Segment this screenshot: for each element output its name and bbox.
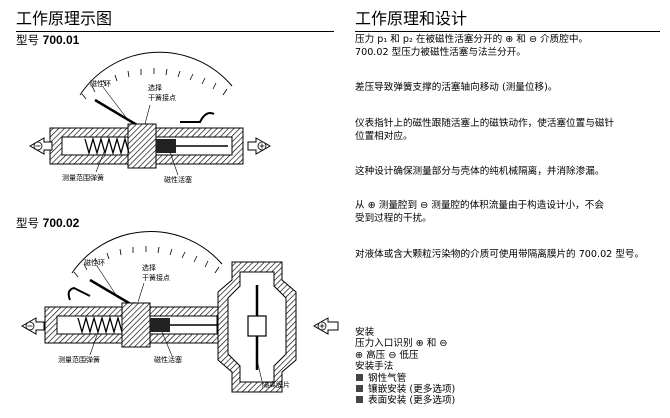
install-option: 镶嵌安装 (更多选项) [355,384,655,395]
right-title: 工作原理和设计 [355,5,660,32]
bullet-square-icon [356,385,363,393]
install-title: 安装 [355,327,375,338]
paragraph-line: 700.02 型压力被磁性活塞与法兰分开。 [355,46,526,58]
plus-port-arrow [247,137,272,155]
paragraph-3: 仪表指针上的磁性跟随活塞上的磁铁动作，使活塞位置与磁针 位置相对应。 [355,118,660,143]
label-select: 选择 [142,263,156,272]
paragraph-line: 受到过程的干扰。 [355,212,432,224]
label-magnet-ring: 磁性环 [84,258,105,267]
paragraph-line: 压力 p₁ 和 p₂ 在被磁性活塞分开的 ⊕ 和 ⊖ 介质腔中。 [355,34,589,45]
label-magnet-piston: 磁性活塞 [154,355,182,364]
range-spring [84,136,130,156]
model-prefix: 型号 [16,33,39,47]
label-magnet-ring: 磁性环 [90,79,111,88]
reed-clip [67,286,91,301]
left-title: 工作原理示图 [16,5,334,32]
model-code: 700.02 [42,216,80,230]
minus-port-arrow [20,317,45,335]
install-option: 表面安装 (更多选项) [355,395,655,406]
pointer [94,98,143,130]
dial-scale [71,231,223,278]
label-dry-reed: 干簧接点 [148,93,176,102]
model-700-01: 型号 700.01 [16,32,79,48]
diaphragm-flange [217,261,297,393]
bullet-square-icon [356,396,363,404]
paragraph-line: 从 ⊕ 测量腔到 ⊖ 测量腔的体积流量由于构造设计小，不会 [355,200,604,211]
model-prefix: 型号 [16,216,39,230]
minus-port-arrow [28,137,53,155]
label-diaphragm: 隔离膜片 [262,380,290,389]
right-title-rule [355,31,660,32]
install-port-id: 压力入口识别 ⊕ 和 ⊖ [355,338,448,350]
paragraph-4: 这种设计确保测量部分与壳体的纯机械隔离，并消除渗漏。 [355,166,660,179]
magnet-piston [150,318,170,332]
paragraph-line: 这种设计确保测量部分与壳体的纯机械隔离，并消除渗漏。 [355,166,605,177]
install-option-label: 镶嵌安装 (更多选项) [368,384,456,396]
plus-port-arrow [312,317,339,335]
install-section: 安装 压力入口识别 ⊕ 和 ⊖ ⊕ 高压 ⊖ 低压 安装手法 钢性气管 镶嵌安装… [355,327,655,407]
model-code: 700.01 [42,33,80,47]
label-dry-reed: 干簧接点 [142,273,170,282]
paragraph-5: 从 ⊕ 测量腔到 ⊖ 测量腔的体积流量由于构造设计小，不会 受到过程的干扰。 [355,200,660,225]
diagram-700-01: 磁性环 选择 干簧接点 测量范围弹簧 磁性活塞 [28,51,272,184]
install-option: 钢性气管 [355,373,655,384]
bullet-square-icon [356,373,363,381]
range-spring [77,315,123,335]
label-select: 选择 [148,83,162,92]
pointer [89,278,135,308]
label-magnet-piston: 磁性活塞 [164,175,192,184]
right-title-text: 工作原理和设计 [355,9,468,28]
magnet-piston [156,139,176,153]
left-title-rule [16,31,334,32]
paragraph-6: 对液体或含大颗粒污染物的介质可使用带隔离膜片的 700.02 型号。 [355,249,660,262]
paragraph-line: 仪表指针上的磁性跟随活塞上的磁铁动作，使活塞位置与磁针 [355,118,615,129]
install-option-label: 钢性气管 [368,372,407,384]
dial-scale [79,51,233,100]
reed-clip [180,112,215,123]
paragraph-line: 对液体或含大颗粒污染物的介质可使用带隔离膜片的 700.02 型号。 [355,249,645,260]
install-method-title: 安装手法 [355,361,394,373]
paragraph-1: 压力 p₁ 和 p₂ 在被磁性活塞分开的 ⊕ 和 ⊖ 介质腔中。 700.02 … [355,34,660,59]
paragraph-2: 差压导致弹簧支撑的活塞轴向移动 (测量位移)。 [355,82,660,95]
label-range-spring: 测量范围弹簧 [62,173,104,182]
model-700-02: 型号 700.02 [16,215,79,231]
diagram-700-02: 磁性环 选择 干簧接点 测量范围弹簧 磁性活塞 隔离膜片 [20,231,339,393]
label-range-spring: 测量范围弹簧 [58,355,100,364]
paragraph-line: 差压导致弹簧支撑的活塞轴向移动 (测量位移)。 [355,82,558,93]
paragraph-line: 位置相对应。 [355,130,413,142]
install-option-label: 表面安装 (更多选项) [368,395,456,407]
install-port-legend: ⊕ 高压 ⊖ 低压 [355,349,419,361]
left-title-text: 工作原理示图 [16,9,113,28]
